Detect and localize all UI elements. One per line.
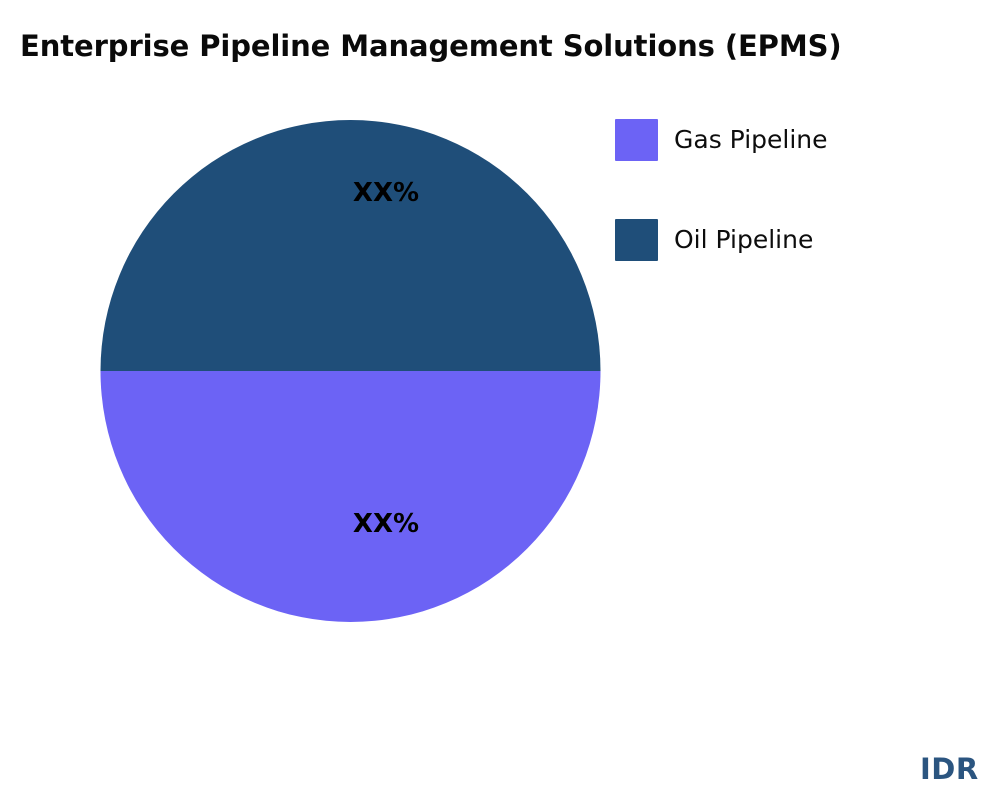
pie-slice-gas-pipeline[interactable]: [100, 371, 601, 622]
pie-slice-oil-pipeline[interactable]: [100, 120, 601, 371]
legend-label-gas-pipeline: Gas Pipeline: [674, 125, 828, 154]
pie-slice-label-oil-pipeline: XX%: [352, 178, 420, 208]
pie-slice-label-gas-pipeline: XX%: [352, 509, 420, 539]
pie-svg: [100, 120, 601, 622]
chart-title: Enterprise Pipeline Management Solutions…: [20, 29, 842, 63]
legend-swatch-gas-pipeline: [615, 119, 658, 161]
legend-item-gas-pipeline[interactable]: Gas Pipeline: [615, 119, 985, 161]
legend-label-oil-pipeline: Oil Pipeline: [674, 225, 814, 254]
legend-item-oil-pipeline[interactable]: Oil Pipeline: [615, 219, 985, 261]
chart-legend: Gas Pipeline Oil Pipeline: [615, 119, 985, 319]
legend-swatch-oil-pipeline: [615, 219, 658, 261]
idr-watermark: IDR: [920, 752, 979, 786]
pie-chart-plot-area: XX% XX%: [100, 120, 601, 622]
